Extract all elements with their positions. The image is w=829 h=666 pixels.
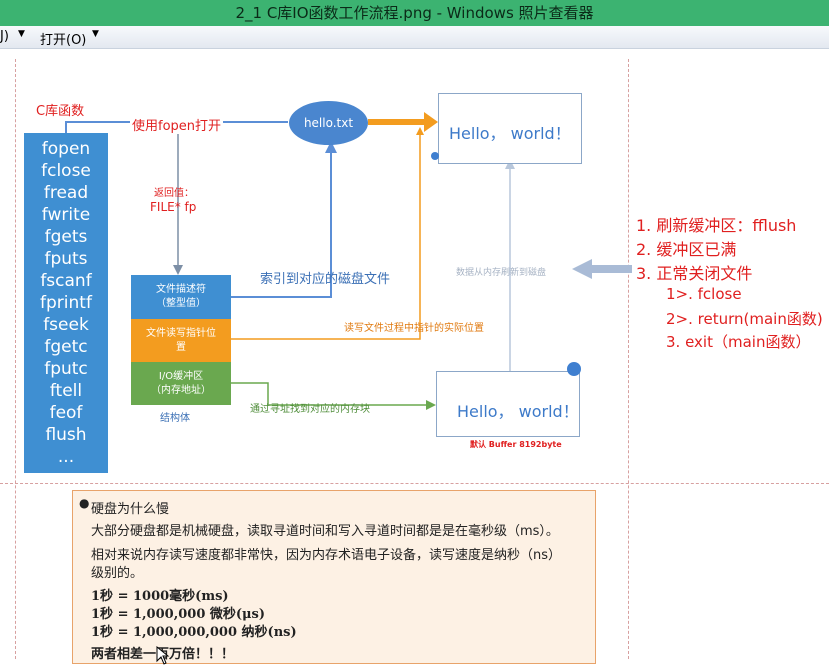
return-label: 返回值： [154,188,194,199]
function-item: fprintf [40,293,92,313]
note-conversion: 1秒 = 1000毫秒(ms) [91,589,229,604]
struct-ptr-title: 文件读写指针位 [146,327,216,339]
note-line: 级别的。 [91,566,144,581]
page-border [15,59,16,659]
page-divider [0,483,829,484]
function-item: fwrite [41,205,91,225]
struct-ptr-field: 文件读写指针位 置 [131,319,231,362]
function-item: fseek [43,315,89,335]
struct-caption: 结构体 [160,413,190,424]
disk-file-text: Hello， world！ [449,124,571,143]
scroll-curl-icon [567,362,581,376]
fopen-label: 使用fopen打开 [130,115,224,134]
function-item: fread [43,183,89,203]
file-name: hello.txt [303,116,354,130]
flush-condition: 2. 缓冲区已满 [636,240,737,259]
page-border [628,59,629,659]
function-item: ftell [49,381,83,401]
note-line: 相对来说内存读写速度都非常快，因为内存术语电子设备，读写速度是纳秒（ns） [91,548,562,563]
note-conversion: 1秒 = 1,000,000 微秒(μs) [91,607,266,622]
function-item: fputs [44,249,88,269]
struct-fd-field: 文件描述符 （整型值） [131,275,231,319]
disk-file-scroll: Hello， world！ [438,93,582,164]
function-item: ... [57,447,75,467]
file-ellipse: hello.txt [289,101,368,145]
close-condition: 1>. fclose [666,285,742,303]
address-label: 通过寻址找到对应的内存块 [250,404,370,415]
note-line: 大部分硬盘都是机械硬盘，读取寻道时间和写入寻道时间都是是在毫秒级（ms）。 [91,524,559,539]
function-item: feof [49,403,83,423]
close-condition: 3. exit（main函数） [666,333,811,351]
function-item: fopen [41,139,91,159]
mouse-cursor-icon [156,646,170,665]
struct-fd-sub: （整型值） [156,298,206,309]
note-conversion: 1秒 = 1,000,000,000 纳秒(ns) [91,625,297,640]
function-item: fputc [44,359,88,379]
struct-buf-title: I/O缓冲区 [158,370,204,382]
buffer-size-note: 默认 Buffer 8192byte [470,440,562,449]
chevron-down-icon[interactable]: ▼ [92,29,99,39]
function-list: fopen fclose fread fwrite fgets fputs fs… [24,133,108,473]
flush-condition: 1. 刷新缓冲区：fflush [636,216,797,235]
scroll-curl-icon [431,152,439,160]
image-viewport: C库函数 fopen fclose fread fwrite fgets fpu… [0,49,829,665]
memory-buffer-text: Hello， world！ [457,402,579,421]
struct-ptr-sub: 置 [176,341,186,353]
bullet-icon: ● [79,496,90,510]
index-label: 索引到对应的磁盘文件 [260,272,391,287]
note-heading: 硬盘为什么慢 [91,502,170,517]
window-title: 2_1 C库IO函数工作流程.png - Windows 照片查看器 [0,0,829,26]
flush-condition: 3. 正常关闭文件 [636,264,753,283]
function-item: fclose [41,161,91,181]
c-lib-label: C库函数 [36,104,85,119]
function-item: fgets [44,227,88,247]
chevron-down-icon[interactable]: ▼ [18,29,25,39]
return-value: FILE* fp [150,200,197,214]
function-item: fscanf [40,271,92,291]
struct-buf-field: I/O缓冲区 （内存地址） [131,362,231,405]
close-condition: 2>. return(main函数) [666,310,823,328]
memory-buffer-scroll: Hello， world！ [436,371,580,437]
menu-bar: J) ▼ 打开(O) ▼ [0,26,829,49]
menu-item-partial[interactable]: J) [0,29,9,44]
menu-item-open[interactable]: 打开(O) [40,33,87,48]
pointer-position-label: 读写文件过程中指针的实际位置 [344,323,484,334]
function-item: fgetc [44,337,88,357]
flush-label: 数据从内存刷新到磁盘 [456,268,547,278]
diagram-connectors [65,112,632,410]
struct-fd-title: 文件描述符 [156,284,206,295]
note-box: ● 硬盘为什么慢 大部分硬盘都是机械硬盘，读取寻道时间和写入寻道时间都是是在毫秒… [72,490,596,664]
function-item: flush [45,425,87,445]
struct-buf-sub: （内存地址） [151,384,211,396]
